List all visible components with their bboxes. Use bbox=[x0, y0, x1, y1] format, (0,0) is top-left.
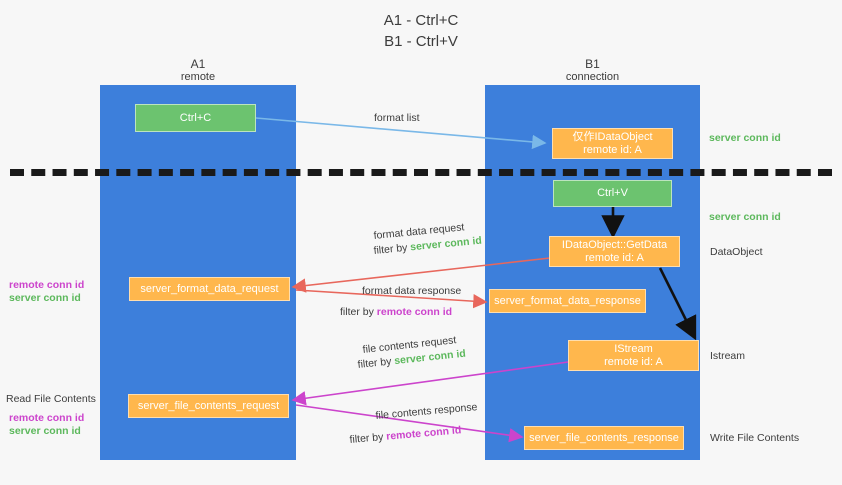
box-istream-line1: IStream bbox=[614, 342, 653, 355]
title-line-2: B1 - Ctrl+V bbox=[384, 33, 458, 50]
label-format-data-response-filter: filter by remote conn id bbox=[340, 305, 452, 319]
box-server-file-contents-response[interactable]: server_file_contents_response bbox=[524, 426, 684, 450]
right-label-istream-text: Istream bbox=[710, 350, 746, 362]
box-ctrl-v[interactable]: Ctrl+V bbox=[553, 180, 672, 207]
label-filter-prefix: filter by bbox=[373, 241, 411, 257]
right-label-server-conn-id-2-text: server conn id bbox=[709, 211, 781, 223]
right-label-server-conn-id-1-text: server conn id bbox=[709, 132, 781, 144]
label-file-contents-response-filter: filter by remote conn id bbox=[349, 423, 462, 447]
left-label-remote-conn-id-2: remote conn id bbox=[9, 412, 85, 424]
label-filter-value-remote-conn-id: remote conn id bbox=[376, 306, 453, 318]
label-format-list-text: format list bbox=[374, 112, 420, 124]
right-label-server-conn-id-2: server conn id bbox=[709, 211, 781, 224]
right-label-server-conn-id-1: server conn id bbox=[709, 132, 781, 145]
box-getdata[interactable]: IDataObject::GetData remote id: A bbox=[549, 236, 680, 267]
label-file-contents-response: file contents response bbox=[375, 400, 478, 423]
label-format-list: format list bbox=[374, 111, 420, 125]
box-server-format-data-response[interactable]: server_format_data_response bbox=[489, 289, 646, 313]
column-header-b1: B1 connection bbox=[485, 58, 700, 84]
label-format-data-response-text: format data response bbox=[362, 285, 462, 297]
column-header-a1-name: A1 bbox=[190, 57, 206, 71]
phase-divider bbox=[10, 169, 832, 176]
left-label-server-conn-id-2: server conn id bbox=[9, 425, 81, 437]
box-server-format-data-request-label: server_format_data_request bbox=[140, 282, 279, 295]
left-label-remote-conn-id-1: remote conn id bbox=[9, 279, 85, 291]
box-idataobject-line1: 仅作IDataObject bbox=[572, 130, 653, 143]
box-server-file-contents-response-label: server_file_contents_response bbox=[529, 431, 679, 444]
box-server-file-contents-request-label: server_file_contents_request bbox=[137, 399, 280, 412]
box-ctrl-v-label: Ctrl+V bbox=[597, 187, 628, 199]
right-label-istream: Istream bbox=[710, 350, 745, 363]
label-filter-prefix-2: filter by bbox=[340, 306, 377, 318]
box-server-file-contents-request[interactable]: server_file_contents_request bbox=[128, 394, 289, 418]
right-label-write-file-contents: Write File Contents bbox=[710, 432, 799, 445]
left-label-server-conn-id-1: server conn id bbox=[9, 292, 81, 304]
box-istream[interactable]: IStream remote id: A bbox=[568, 340, 699, 371]
label-file-contents-response-text: file contents response bbox=[375, 401, 478, 422]
left-label-conn-ids-1: remote conn id server conn id bbox=[9, 279, 84, 305]
left-label-read-file-contents: Read File Contents bbox=[6, 393, 96, 406]
left-label-read-file-contents-text: Read File Contents bbox=[6, 393, 96, 405]
box-ctrl-c[interactable]: Ctrl+C bbox=[135, 104, 256, 132]
column-header-a1: A1 remote bbox=[100, 58, 296, 84]
box-ctrl-c-label: Ctrl+C bbox=[179, 111, 212, 124]
page-title: A1 - Ctrl+C B1 - Ctrl+V bbox=[0, 10, 842, 52]
label-filter-prefix-4: filter by bbox=[349, 430, 387, 446]
box-idataobject[interactable]: 仅作IDataObject remote id: A bbox=[552, 128, 673, 159]
box-getdata-line1: IDataObject::GetData bbox=[561, 238, 668, 251]
column-header-a1-sub: remote bbox=[180, 71, 216, 83]
label-filter-prefix-3: filter by bbox=[357, 355, 395, 371]
title-line-1: A1 - Ctrl+C bbox=[383, 12, 459, 29]
box-getdata-line2: remote id: A bbox=[585, 251, 644, 264]
box-idataobject-line2: remote id: A bbox=[583, 143, 642, 156]
box-server-format-data-request[interactable]: server_format_data_request bbox=[129, 277, 290, 301]
right-label-dataobject: DataObject bbox=[710, 246, 763, 259]
column-header-b1-name: B1 bbox=[585, 57, 600, 71]
right-label-write-file-contents-text: Write File Contents bbox=[710, 432, 800, 444]
label-format-data-response: format data response bbox=[362, 284, 461, 298]
box-istream-line2: remote id: A bbox=[604, 355, 663, 368]
column-header-b1-sub: connection bbox=[565, 71, 620, 83]
right-label-dataobject-text: DataObject bbox=[710, 246, 763, 258]
label-filter-value-remote-conn-id-2: remote conn id bbox=[385, 424, 462, 443]
box-server-format-data-response-label: server_format_data_response bbox=[494, 294, 641, 307]
left-label-conn-ids-2: remote conn id server conn id bbox=[9, 412, 84, 438]
